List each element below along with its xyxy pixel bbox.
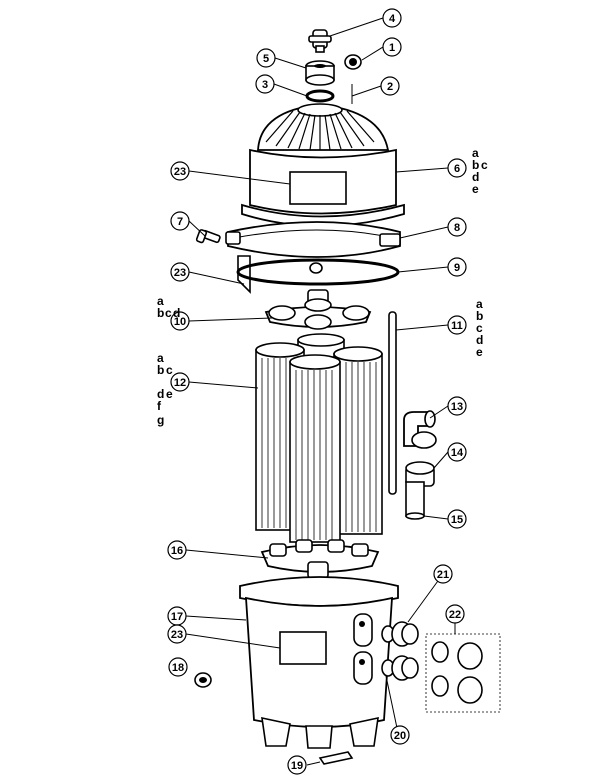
callout-label: 5 <box>263 53 269 65</box>
variant-letter: g <box>157 413 164 427</box>
callout-label: 23 <box>171 629 183 641</box>
variant-letter: c <box>481 158 488 172</box>
callout-12: 12 <box>170 372 190 392</box>
clamp-bolt-part <box>195 229 221 244</box>
callout-label: 2 <box>387 81 393 93</box>
callout-label: 8 <box>454 222 460 234</box>
drain-cap-part <box>194 672 212 688</box>
callout-label: 6 <box>454 163 460 175</box>
variant-letter: c <box>166 363 173 377</box>
variant-letter: a <box>157 294 164 308</box>
upper-manifold-part <box>264 289 372 330</box>
callout-4: 4 <box>382 8 402 28</box>
callout-label: 22 <box>449 609 461 621</box>
leader-lines <box>185 17 456 766</box>
variant-letter: a <box>157 351 164 365</box>
callout-label: 19 <box>291 760 303 772</box>
air-relief-tube-part <box>388 311 397 495</box>
callout-23-top: 23 <box>170 161 190 181</box>
union-kit-box <box>425 633 501 713</box>
callout-label: 13 <box>451 401 463 413</box>
callout-6: 6 <box>447 158 467 178</box>
callout-7: 7 <box>170 211 190 231</box>
variant-letter: d <box>472 170 479 184</box>
callout-19: 19 <box>287 755 307 775</box>
part6-variant-letters: a b c d e <box>472 146 488 196</box>
variant-letter: c <box>476 321 483 335</box>
union-fittings-part <box>381 621 419 681</box>
callout-3: 3 <box>255 74 275 94</box>
callout-8: 8 <box>447 217 467 237</box>
callout-23-bottom: 23 <box>167 624 187 644</box>
variant-letter: b <box>157 363 164 377</box>
callout-label: 21 <box>437 569 449 581</box>
gauge-adapter-part <box>305 60 335 86</box>
variant-letter: d <box>157 387 164 401</box>
callout-1: 1 <box>382 37 402 57</box>
lower-manifold-part <box>260 539 380 579</box>
part12-variant-letters: a b c d e f g <box>157 351 173 427</box>
callout-10: 10 <box>170 311 190 331</box>
callout-label: 14 <box>451 447 464 459</box>
cap-part <box>344 54 362 70</box>
callout-label: 11 <box>451 320 463 332</box>
callout-label: 23 <box>174 267 186 279</box>
callout-label: 4 <box>389 13 396 25</box>
callout-17: 17 <box>167 606 187 626</box>
callout-label: 15 <box>451 514 463 526</box>
callout-23-mid: 23 <box>170 262 190 282</box>
callout-9: 9 <box>447 257 467 277</box>
variant-letter: a <box>476 297 483 311</box>
variant-letter: e <box>472 182 479 196</box>
callout-label: 12 <box>174 377 186 389</box>
callout-11: 11 <box>447 315 467 335</box>
drain-key-part <box>318 751 354 765</box>
filter-cartridges-part <box>255 333 383 543</box>
callout-label: 18 <box>172 662 184 674</box>
variant-letter: e <box>476 345 483 359</box>
callout-15: 15 <box>447 509 467 529</box>
elbow-part <box>403 410 437 449</box>
callout-label: 17 <box>171 611 183 623</box>
callout-label: 16 <box>171 545 183 557</box>
variant-letter: a <box>472 146 479 160</box>
callout-label: 20 <box>394 730 406 742</box>
callout-label: 10 <box>174 316 186 328</box>
adapter-part <box>405 461 435 487</box>
pipe-part <box>405 481 425 520</box>
variant-letter: b <box>472 158 479 172</box>
callout-14: 14 <box>447 442 467 462</box>
callout-13: 13 <box>447 396 467 416</box>
callout-21: 21 <box>433 564 453 584</box>
callout-16: 16 <box>167 540 187 560</box>
callout-20: 20 <box>390 725 410 745</box>
callout-18: 18 <box>168 657 188 677</box>
variant-letter: d <box>476 333 483 347</box>
variant-letter: b <box>476 309 483 323</box>
variant-letter: b <box>157 306 164 320</box>
air-relief-valve-part <box>308 29 332 53</box>
variant-letter: d <box>173 306 180 320</box>
part11-variant-letters: a b c d e <box>476 297 483 359</box>
variant-letter: c <box>165 306 172 320</box>
callout-label: 7 <box>177 216 183 228</box>
callout-label: 1 <box>389 42 395 54</box>
callout-label: 3 <box>262 79 268 91</box>
o-ring-small-part <box>305 89 335 103</box>
variant-letter: f <box>157 399 162 413</box>
part10-variant-letters: a b c d <box>157 294 180 320</box>
callout-2: 2 <box>380 76 400 96</box>
callout-22: 22 <box>445 604 465 624</box>
callout-label: 9 <box>454 262 460 274</box>
callout-label: 23 <box>174 166 186 178</box>
variant-letter: e <box>166 387 173 401</box>
tank-lid-part <box>241 103 405 227</box>
callout-5: 5 <box>256 48 276 68</box>
tank-bottom-part <box>239 576 399 749</box>
